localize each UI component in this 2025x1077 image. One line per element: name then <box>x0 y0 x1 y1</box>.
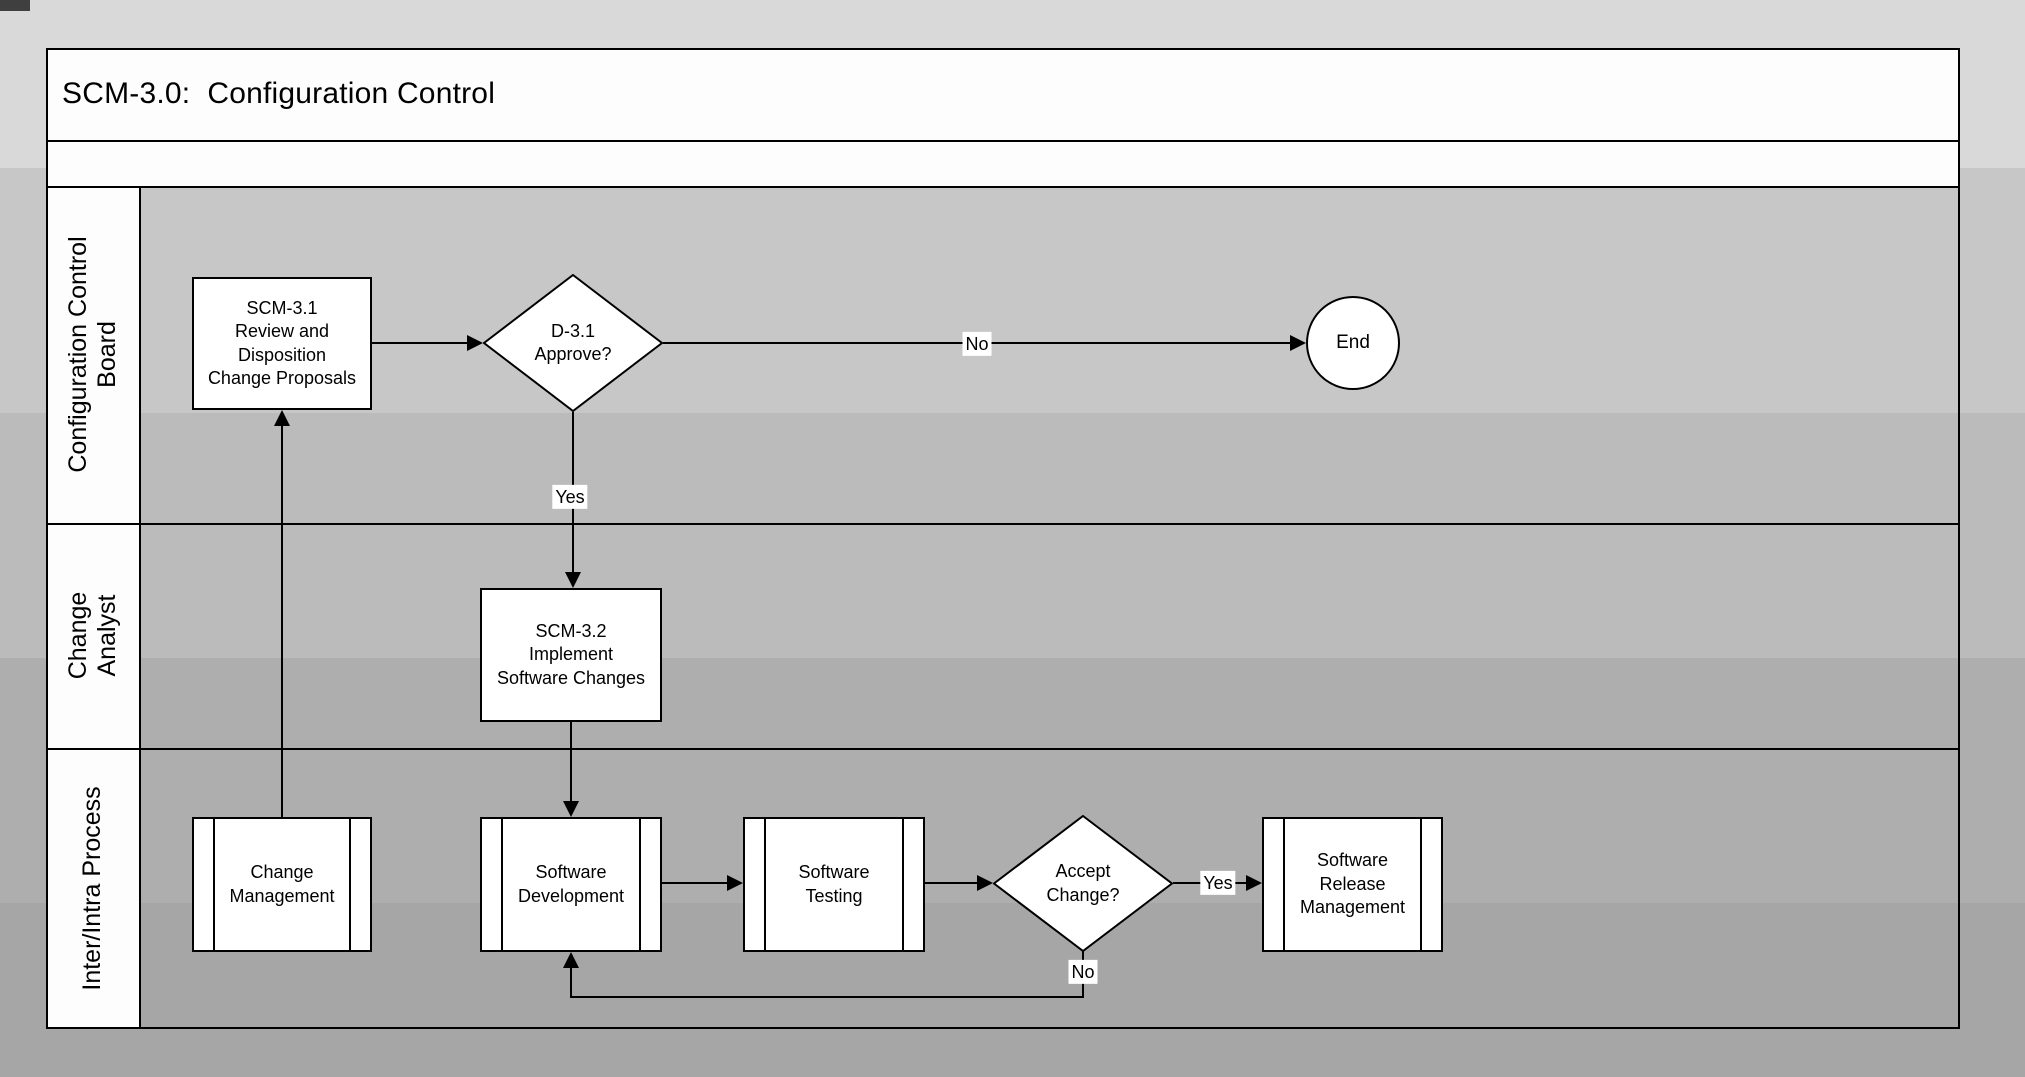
predefined-software-release-management: Software Release Management <box>1262 817 1443 952</box>
predefined-change-management: Change Management <box>192 817 372 952</box>
edge-swdev-to-swtest <box>662 882 727 884</box>
separator-label-column <box>139 186 141 1029</box>
edge-label-accept-yes: Yes <box>1200 870 1236 896</box>
spacer-band <box>46 140 1960 186</box>
decision-accept-change: Accept Change? <box>993 815 1173 952</box>
lane-label-inter-intra-process: Inter/Intra Process <box>78 786 106 991</box>
separator-lane2-lane3 <box>46 748 1960 750</box>
separator-lane1-lane2 <box>46 523 1960 525</box>
title-band <box>46 48 1960 140</box>
diamond-shape-icon <box>993 815 1173 952</box>
diagram-outer-border <box>46 48 1960 1029</box>
arrowhead-into-accept <box>977 875 993 891</box>
process-scm31: SCM-3.1 Review and Disposition Change Pr… <box>192 277 372 410</box>
edge-scm31-to-d31 <box>372 342 467 344</box>
arrowhead-into-release <box>1246 875 1262 891</box>
predefined-software-development: Software Development <box>480 817 662 952</box>
predefined-software-testing: Software Testing <box>743 817 925 952</box>
edge-label-accept-no: No <box>1068 959 1098 985</box>
diagram-title: SCM-3.0: Configuration Control <box>62 77 496 110</box>
process-scm32: SCM-3.2 Implement Software Changes <box>480 588 662 722</box>
lane-label-change-analyst: Change Analyst <box>63 591 121 680</box>
terminator-end: End <box>1306 296 1400 390</box>
edge-changemgmt-to-scm31 <box>281 426 283 817</box>
lane-label-cell-ccb <box>46 186 139 523</box>
edge-swtest-to-accept <box>925 882 977 884</box>
arrowhead-into-scm31 <box>274 410 290 426</box>
decision-d31-label: D-3.1 Approve? <box>534 320 612 364</box>
decision-d31: D-3.1 Approve? <box>483 274 663 412</box>
arrowhead-into-d31 <box>467 335 483 351</box>
edge-label-no: No <box>962 331 992 357</box>
edge-accept-no-across <box>571 996 1084 998</box>
lane-label-configuration-control-board: Configuration Control Board <box>63 236 121 473</box>
arrowhead-into-swdev <box>563 801 579 817</box>
arrowhead-into-scm32 <box>565 572 581 588</box>
lane-label-cell-change-analyst <box>46 523 139 748</box>
arrowhead-into-swdev-feedback <box>563 952 579 968</box>
arrowhead-into-swtest <box>727 875 743 891</box>
edge-label-yes: Yes <box>552 484 588 510</box>
separator-header <box>46 186 1960 188</box>
screen-corner-artifact <box>0 0 30 11</box>
lane-label-cell-inter-intra <box>46 748 139 1029</box>
diamond-shape-icon <box>483 274 663 412</box>
separator-title <box>46 140 1960 142</box>
arrowhead-into-end <box>1290 335 1306 351</box>
edge-scm32-to-swdev <box>570 722 572 801</box>
decision-accept-change-label: Accept Change? <box>1046 861 1120 905</box>
edge-accept-no-up <box>570 968 572 998</box>
